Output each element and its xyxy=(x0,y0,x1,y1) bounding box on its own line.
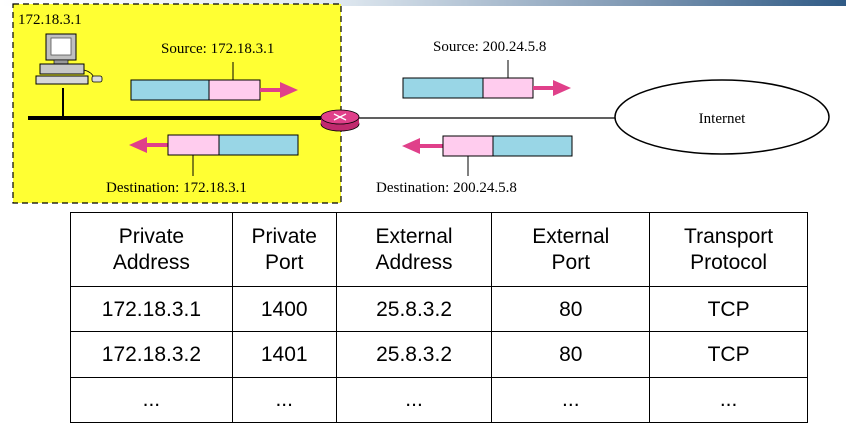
left-arrow-icon xyxy=(402,138,420,154)
table-row: ... ... ... ... ... xyxy=(70,376,808,424)
right-arrow-icon xyxy=(553,80,571,96)
cell-external-address: ... xyxy=(335,376,493,424)
packet-payload xyxy=(492,135,573,157)
packet-header xyxy=(442,135,494,157)
outbound-packet-public xyxy=(402,60,571,99)
cell-external-port: 80 xyxy=(491,331,651,378)
packet-header xyxy=(208,79,261,101)
packet-header xyxy=(482,77,534,99)
table-row: 172.18.3.2 1401 25.8.3.2 80 TCP xyxy=(70,331,808,378)
packet-payload xyxy=(402,77,484,99)
inbound-packet-public xyxy=(402,135,573,176)
inbound-public-label: Destination: 200.24.5.8 xyxy=(376,180,517,196)
cell-transport-protocol: TCP xyxy=(649,285,808,333)
cell-private-port: 1401 xyxy=(231,331,337,378)
table-row: 172.18.3.1 1400 25.8.3.2 80 TCP xyxy=(70,285,808,333)
cell-private-port: 1400 xyxy=(231,285,337,333)
cell-transport-protocol: ... xyxy=(649,376,808,424)
packet-payload xyxy=(218,134,299,156)
cell-external-port: ... xyxy=(491,376,651,424)
outbound-private-label: Source: 172.18.3.1 xyxy=(161,41,274,57)
outbound-packet-private xyxy=(130,62,298,101)
inbound-packet-private xyxy=(129,134,299,176)
outbound-public-label: Source: 200.24.5.8 xyxy=(433,39,546,55)
cell-private-address: 172.18.3.1 xyxy=(70,285,233,333)
inbound-private-label: Destination: 172.18.3.1 xyxy=(106,180,247,196)
packet-header xyxy=(167,134,220,156)
cell-external-address: 25.8.3.2 xyxy=(335,285,493,333)
packet-payload xyxy=(130,79,210,101)
computer-icon xyxy=(35,33,103,85)
nat-diagram: 172.18.3.1 Source: 172.18.3.1 Source: 20… xyxy=(12,3,830,204)
cell-transport-protocol: TCP xyxy=(649,331,808,378)
cell-external-address: 25.8.3.2 xyxy=(335,331,493,378)
host-address-label: 172.18.3.1 xyxy=(18,12,82,28)
cell-private-address: 172.18.3.2 xyxy=(70,331,233,378)
internet-cloud xyxy=(614,79,830,155)
router-icon xyxy=(320,109,360,132)
cell-external-port: 80 xyxy=(491,285,651,333)
top-decorative-stripe xyxy=(0,0,846,6)
internet-label: Internet xyxy=(699,111,746,127)
right-arrow-icon xyxy=(280,82,298,98)
left-arrow-icon xyxy=(129,137,147,153)
cell-private-port: ... xyxy=(231,376,337,424)
cell-private-address: ... xyxy=(70,376,233,424)
